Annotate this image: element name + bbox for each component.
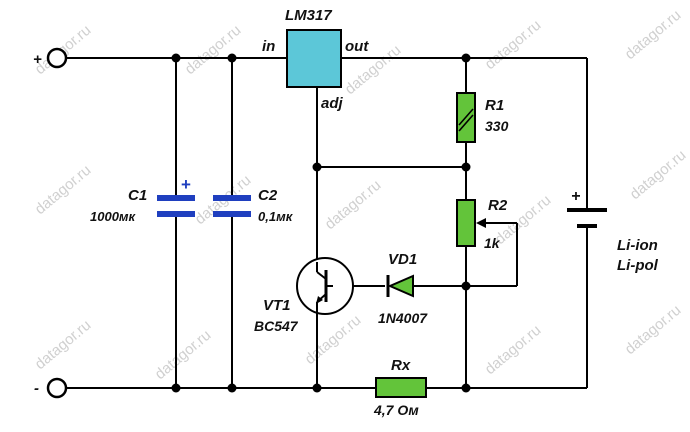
junction-dot [461, 281, 471, 291]
junction-dot [461, 53, 471, 63]
watermark: datagor.ru [32, 317, 95, 373]
emitter-arrow-icon [316, 296, 323, 304]
junction-dot [312, 383, 322, 393]
junction-dot [171, 53, 181, 63]
input-terminal-plus: + [33, 47, 68, 69]
watermark: datagor.ru [482, 17, 545, 73]
capacitor-c1: + C1 1000мк [90, 175, 195, 224]
capacitor-c1-polarity: + [181, 175, 191, 194]
regulator-lm317: LM317 in out adj [262, 7, 369, 112]
watermark: datagor.ru [622, 302, 685, 358]
junction-dot [461, 162, 471, 172]
watermark: datagor.ru [622, 7, 685, 63]
resistor-r2: R2 1k [456, 197, 508, 251]
regulator-pin-in: in [262, 38, 275, 55]
capacitor-c1-name: C1 [128, 187, 147, 204]
watermark: datagor.ru [182, 22, 245, 78]
regulator-body [286, 29, 342, 88]
wires [65, 57, 588, 389]
diode-part: 1N4007 [378, 310, 428, 326]
watermark: datagor.ru [627, 147, 690, 203]
junction-dots [171, 53, 471, 393]
resistor-r1: R1 330 [456, 92, 509, 143]
capacitor-c2-name: C2 [258, 187, 278, 204]
watermark: datagor.ru [302, 312, 365, 368]
junction-dot [171, 383, 181, 393]
transistor-vt1: VT1 BC547 [254, 257, 354, 334]
resistor-r1-value: 330 [485, 118, 509, 134]
regulator-pin-adj: adj [321, 95, 344, 112]
junction-dot [461, 383, 471, 393]
junction-dot [227, 53, 237, 63]
watermark: datagor.ru [482, 322, 545, 378]
capacitor-c2: C2 0,1мк [213, 187, 294, 224]
battery-type-line2: Li-pol [617, 257, 659, 274]
resistor-rx-name: Rx [391, 357, 411, 374]
regulator-pin-out: out [345, 38, 369, 55]
resistor-r2-value: 1k [484, 235, 501, 251]
transistor-part: BC547 [254, 318, 299, 334]
watermark: datagor.ru [322, 177, 385, 233]
diode-vd1: VD1 1N4007 [378, 251, 428, 326]
junction-dot [312, 162, 322, 172]
input-terminal-minus: - [34, 377, 68, 399]
watermark: datagor.ru [152, 327, 215, 383]
wiper-arrow-icon [476, 218, 486, 228]
resistor-r2-name: R2 [488, 197, 508, 214]
battery-type-line1: Li-ion [617, 237, 658, 254]
regulator-name: LM317 [285, 7, 332, 24]
battery: + Li-ion Li-pol [567, 188, 659, 274]
resistor-r1-name: R1 [485, 97, 504, 114]
battery-polarity: + [571, 188, 580, 205]
watermark: datagor.ru [32, 162, 95, 218]
terminal-plus-label: + [33, 51, 42, 68]
resistor-rx-value: 4,7 Ом [373, 402, 419, 418]
terminal-minus-label: - [34, 380, 39, 397]
capacitor-c2-value: 0,1мк [258, 209, 294, 224]
transistor-name: VT1 [263, 297, 291, 314]
capacitor-c1-value: 1000мк [90, 209, 137, 224]
diode-name: VD1 [388, 251, 417, 268]
resistor-rx: Rx 4,7 Ом [373, 357, 427, 418]
junction-dot [227, 383, 237, 393]
